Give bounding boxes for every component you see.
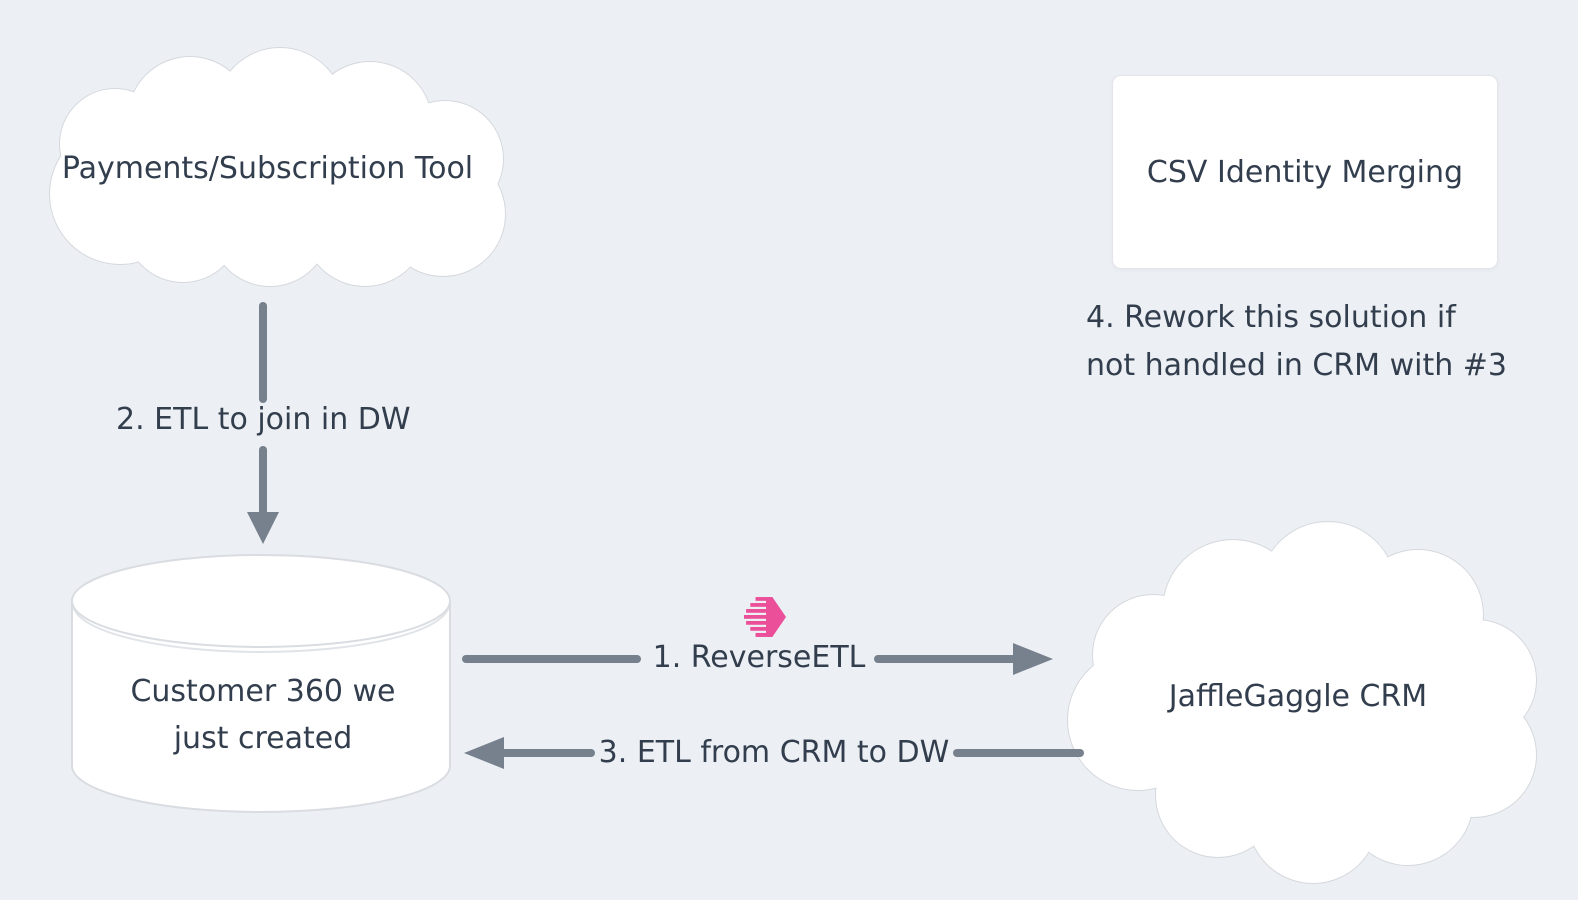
payments-cloud-label: Payments/Subscription Tool	[61, 150, 474, 186]
rework-note-line2: not handled in CRM with #3	[1086, 348, 1507, 383]
warehouse-label: Customer 360 we just created	[69, 668, 457, 762]
crm-cloud-label: JaffleGaggle CRM	[1168, 678, 1428, 714]
arrow-label-etl-from-crm: 3. ETL from CRM to DW	[598, 735, 950, 770]
warehouse-cylinder-shape	[71, 554, 451, 813]
csv-merging-label: CSV Identity Merging	[1146, 154, 1464, 190]
warehouse-label-line1: Customer 360 we	[130, 674, 396, 709]
warehouse-label-line2: just created	[173, 721, 353, 756]
rework-note: 4. Rework this solution if not handled i…	[1086, 294, 1546, 390]
csv-merging-box: CSV Identity Merging	[1112, 75, 1498, 269]
arrow-label-etl-to-dw: 2. ETL to join in DW	[116, 402, 411, 437]
rework-note-line1: 4. Rework this solution if	[1086, 300, 1456, 335]
hightouch-logo-icon	[744, 597, 786, 637]
arrow-label-reverse-etl: 1. ReverseETL	[652, 640, 866, 675]
